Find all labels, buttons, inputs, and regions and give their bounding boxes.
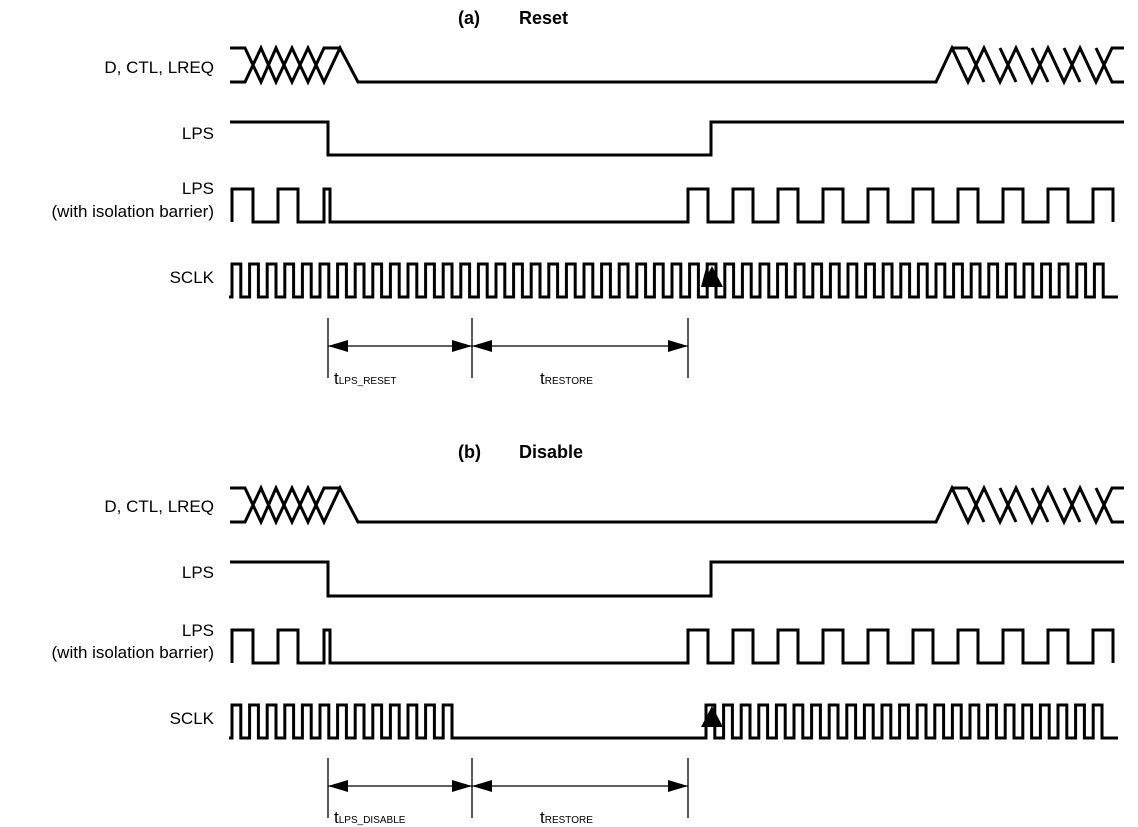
sclk-waveform — [229, 703, 1118, 740]
signal-label-d-ctl-lreq: D, CTL, LREQ — [104, 58, 214, 77]
signal-label-lps-iso: LPS — [182, 179, 214, 198]
panel-title: Reset — [519, 8, 568, 28]
bus-waveform — [230, 44, 1124, 86]
arrowhead-mid-right — [472, 340, 492, 352]
signal-label-d-ctl-lreq: D, CTL, LREQ — [104, 497, 214, 516]
interval-label-lps-reset: tLPS_RESET — [334, 369, 397, 388]
signal-label-lps-iso-note: (with isolation barrier) — [52, 643, 215, 662]
interval-label-lps-disable: tLPS_DISABLE — [334, 808, 406, 827]
rising-edge-arrowhead — [701, 706, 723, 727]
arrowhead-right — [668, 340, 688, 352]
panel-disable: (b) Disable D, CTL, LREQ LPS LPS (with i… — [52, 442, 1124, 827]
panel-title-prefix: (a) — [458, 8, 480, 28]
signal-label-lps: LPS — [182, 124, 214, 143]
lps-iso-waveform — [230, 628, 1115, 665]
arrowhead-mid-left — [452, 340, 472, 352]
lps-waveform — [230, 560, 1124, 598]
rising-edge-arrowhead — [701, 266, 723, 287]
lps-waveform — [230, 120, 1124, 157]
arrowhead-left — [328, 780, 348, 792]
signal-label-lps-iso-note: (with isolation barrier) — [52, 202, 215, 221]
panel-reset: (a) Reset D, CTL, LREQ LPS LPS (with iso… — [52, 8, 1124, 388]
signal-label-lps: LPS — [182, 563, 214, 582]
signal-label-sclk: SCLK — [170, 268, 215, 287]
arrowhead-mid-right — [472, 780, 492, 792]
arrowhead-mid-left — [452, 780, 472, 792]
arrowhead-right — [668, 780, 688, 792]
interval-label-restore: tRESTORE — [540, 808, 593, 827]
signal-label-sclk: SCLK — [170, 709, 215, 728]
panel-title-prefix: (b) — [458, 442, 481, 462]
lps-iso-waveform — [230, 187, 1115, 224]
arrowhead-left — [328, 340, 348, 352]
interval-label-restore: tRESTORE — [540, 369, 593, 388]
bus-waveform — [230, 484, 1124, 526]
signal-label-lps-iso: LPS — [182, 621, 214, 640]
panel-title: Disable — [519, 442, 583, 462]
sclk-waveform — [229, 262, 1118, 299]
